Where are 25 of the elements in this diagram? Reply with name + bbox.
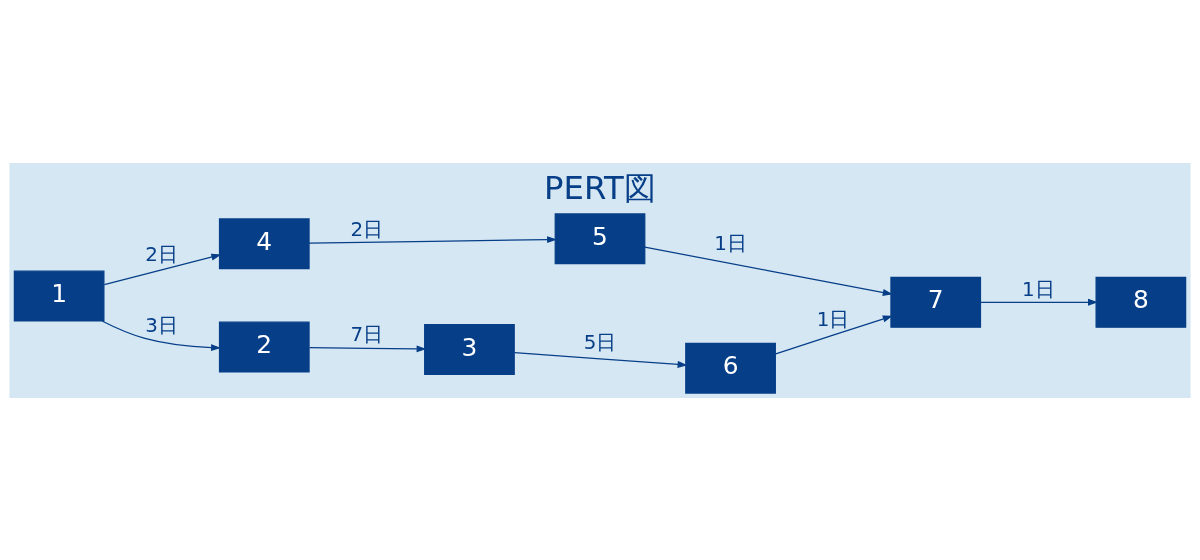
edge-label: 7日 [350,322,384,346]
arrow [513,351,688,368]
edge-label: 3日 [145,313,179,337]
node-box: 7 [890,276,982,328]
node-box: 2 [218,321,310,372]
edge-label: 1日 [816,307,850,331]
edge-label: 2日 [145,242,179,266]
diagram-title: PERT図 [544,168,656,207]
node-box: 8 [1095,276,1187,328]
edge-label: 1日 [714,231,747,255]
edge-label: 5日 [583,330,617,354]
arrow [644,246,893,296]
node-box: 3 [424,323,515,375]
arrow [775,315,893,354]
arrow [103,253,222,285]
node-box: 1 [13,270,105,322]
node-box: 4 [218,217,310,269]
node-box: 6 [685,342,776,394]
edge-label: 2日 [350,217,384,241]
edge-label: 1日 [1021,277,1055,301]
arrow [101,319,222,351]
arrow [980,298,1098,306]
arrow [308,235,558,244]
arrow [308,344,427,352]
node-box: 5 [554,212,646,264]
